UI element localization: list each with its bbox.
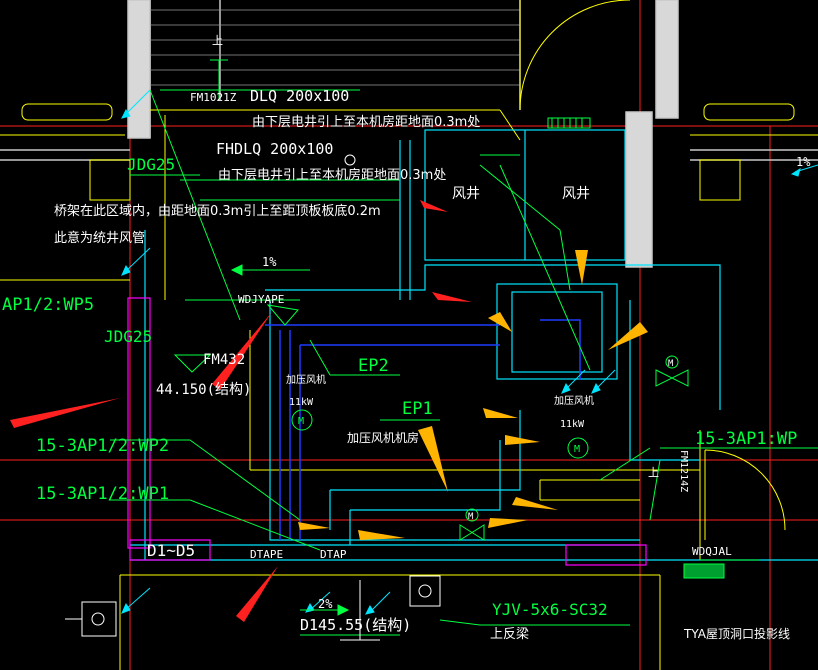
building-walls — [0, 0, 818, 268]
label-dlq: DLQ 200x100 — [250, 87, 349, 105]
green-leaders — [110, 89, 818, 636]
label-motor3: M — [668, 359, 674, 369]
staircase-hatch — [150, 9, 520, 86]
label-fan1: 加压风机 — [286, 373, 326, 386]
label-slope2: 1% — [796, 155, 811, 169]
label-fm432: FM432 — [203, 352, 245, 368]
door-arc-top — [519, 0, 631, 111]
label-note-top1: 由下层电井引上至本机房距地面0.3m处 — [252, 114, 480, 130]
red-arrows — [10, 200, 472, 622]
label-fanliang: 上反梁 — [490, 627, 529, 642]
label-wp-right: 15-3AP1:WP — [695, 429, 797, 449]
label-ap-wp5: AP1/2:WP5 — [2, 295, 94, 315]
label-elev: 44.150(结构) — [156, 382, 251, 398]
label-wdqal: WDQJAL — [692, 545, 732, 558]
label-motor1: M — [298, 416, 304, 427]
label-slope3: 2% — [318, 597, 333, 611]
label-fan2-kw: 11kW — [560, 419, 585, 430]
window-frames — [0, 103, 818, 201]
label-wdjyape: WDJYAPE — [238, 293, 284, 306]
label-d145: D145.55(结构) — [300, 616, 411, 634]
motor-symbols — [291, 154, 689, 541]
label-room: 加压风机机房 — [347, 430, 419, 445]
label-fengjing1: 风井 — [452, 186, 480, 202]
label-note-shaft: 此意为统井风管 — [54, 230, 145, 246]
text-labels: 上 FM1021Z DLQ 200x100 由下层电井引上至本机房距地面0.3m… — [2, 34, 811, 642]
hatched-components — [547, 117, 725, 579]
label-dtape: DTAPE — [250, 548, 283, 561]
label-jdg25-mid: JDG25 — [104, 327, 152, 346]
label-fm1021z: FM1021Z — [190, 91, 237, 104]
orange-arrows — [298, 250, 648, 540]
label-ep1: EP1 — [402, 399, 433, 419]
label-slope1: 1% — [262, 255, 277, 269]
label-fan2: 加压风机 — [554, 394, 594, 407]
yellow-lines — [0, 109, 786, 670]
label-motor2: M — [574, 444, 580, 455]
magenta-outlines — [127, 297, 647, 566]
label-note-bridge: 桥架在此区域内，由距地面0.3m引上至距顶板板底0.2m — [54, 203, 381, 219]
label-ep2: EP2 — [358, 356, 389, 376]
bottom-equipment — [65, 575, 441, 641]
label-jdg25-top: JDG25 — [127, 155, 175, 174]
label-fengjing2: 风井 — [562, 186, 590, 202]
label-wp2: 15-3AP1/2:WP2 — [36, 436, 169, 456]
label-tya: TYA屋顶洞口投影线 — [683, 626, 790, 641]
label-shang2: 上 — [648, 466, 659, 479]
label-d1d5: D1~D5 — [147, 541, 195, 560]
slope-arrows — [210, 59, 350, 616]
label-yjv: YJV-5x6-SC32 — [492, 600, 608, 619]
label-shang1: 上 — [212, 34, 223, 47]
label-dtap: DTAP — [320, 548, 347, 561]
label-fm1214z: FM1214Z — [678, 450, 689, 492]
label-wp1: 15-3AP1/2:WP1 — [36, 484, 169, 504]
label-note-top2: 由下层电井引上至本机房距地面0.3m处 — [218, 167, 446, 183]
label-motor4: M — [468, 512, 474, 522]
label-fhdlq: FHDLQ 200x100 — [216, 140, 333, 158]
label-fan1-kw: 11kW — [289, 397, 314, 408]
